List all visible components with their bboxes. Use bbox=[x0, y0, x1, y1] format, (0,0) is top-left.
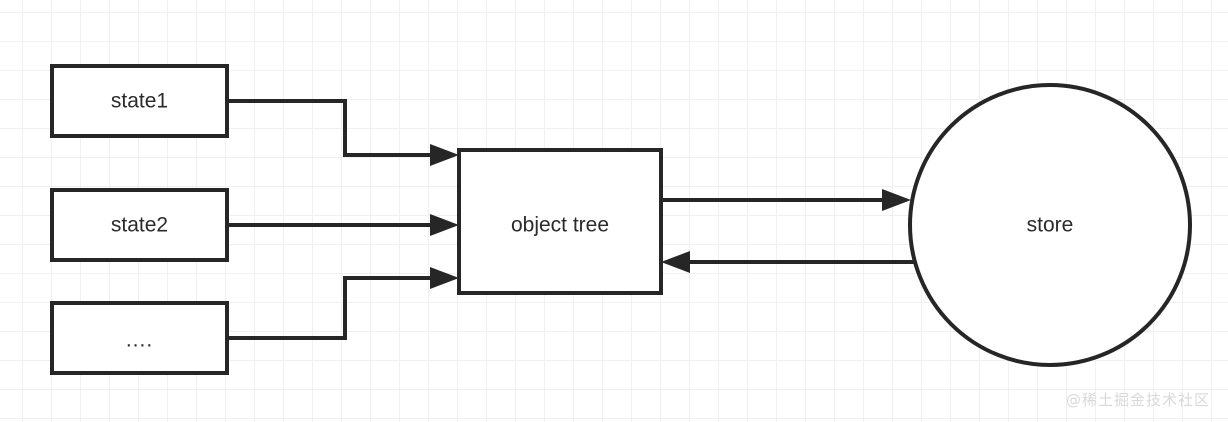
edge-more-states-to-object-tree[interactable] bbox=[227, 267, 459, 340]
edge-state2-to-object-tree[interactable] bbox=[227, 214, 459, 236]
node-rectangle bbox=[50, 188, 229, 262]
node-label: store bbox=[1027, 214, 1074, 237]
node-rectangle bbox=[50, 64, 229, 138]
arrow-head-icon bbox=[430, 144, 459, 166]
watermark: @稀土掘金技术社区 bbox=[1065, 391, 1210, 409]
node-state2[interactable]: state2 bbox=[50, 188, 229, 262]
arrow-head-icon bbox=[430, 214, 459, 236]
node-rectangle bbox=[50, 301, 229, 375]
node-rectangle bbox=[457, 148, 663, 295]
node-circle bbox=[908, 83, 1192, 367]
node-label: .... bbox=[126, 329, 153, 352]
node-label: object tree bbox=[511, 214, 609, 237]
node-more-states[interactable]: .... bbox=[50, 301, 229, 375]
node-store[interactable]: store bbox=[908, 83, 1192, 367]
node-label: state2 bbox=[111, 214, 168, 237]
node-state1[interactable]: state1 bbox=[50, 64, 229, 138]
node-label: state1 bbox=[111, 90, 168, 113]
edge-line bbox=[227, 99, 438, 157]
arrow-head-icon bbox=[882, 189, 911, 211]
edge-line bbox=[227, 276, 438, 340]
edge-store-to-object-tree[interactable] bbox=[661, 251, 922, 273]
node-object-tree[interactable]: object tree bbox=[457, 148, 663, 295]
edge-object-tree-to-store[interactable] bbox=[661, 189, 911, 211]
edge-state1-to-object-tree[interactable] bbox=[227, 99, 459, 166]
arrow-head-icon bbox=[430, 267, 459, 289]
arrow-head-icon bbox=[661, 251, 690, 273]
